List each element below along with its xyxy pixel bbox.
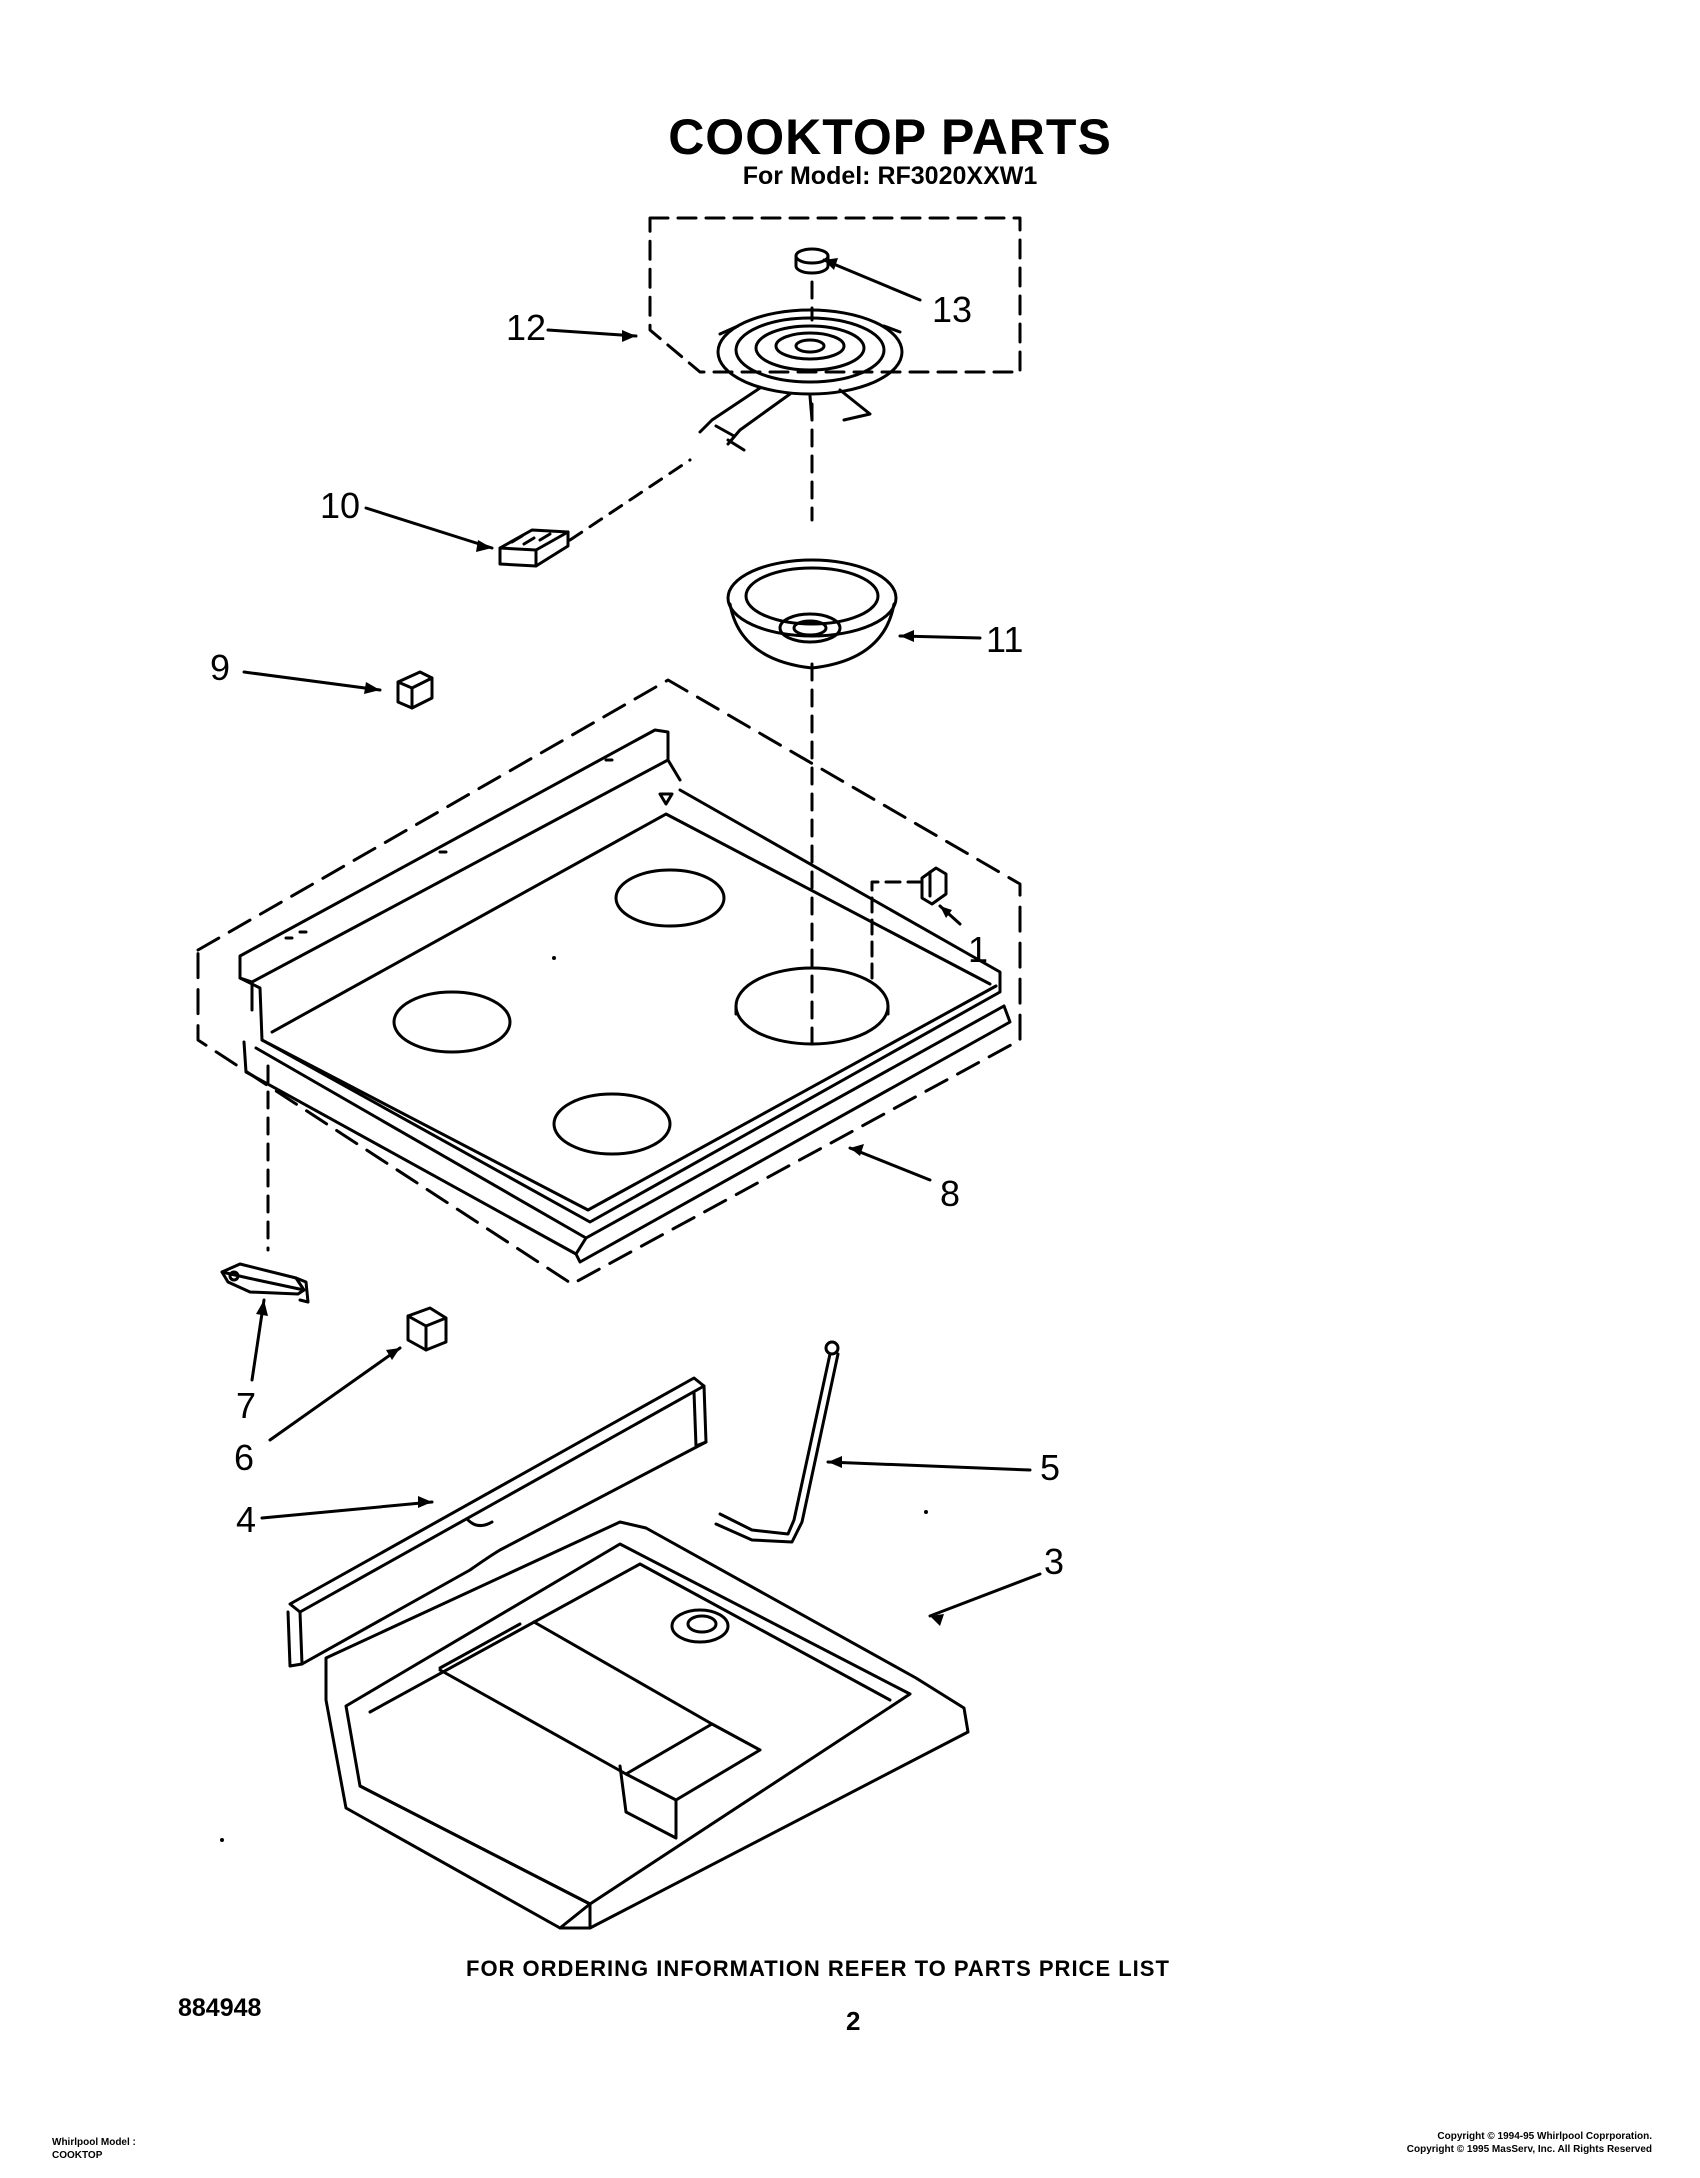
leader-lines [242, 258, 1042, 1618]
channel-part-4 [286, 1376, 708, 1668]
callout-9: 9 [210, 647, 230, 688]
page-title: COOKTOP PARTS [668, 109, 1112, 165]
footer-section-line: COOKTOP [52, 2150, 103, 2161]
copyright-masserv: Copyright © 1995 MasServ, Inc. All Right… [1406, 2144, 1652, 2155]
callout-13: 13 [932, 289, 972, 330]
callout-labels: 13 12 10 11 9 1 8 7 6 4 5 3 [210, 289, 1064, 1582]
callout-4: 4 [236, 1499, 256, 1540]
footer-left: Whirlpool Model : COOKTOP [52, 2136, 136, 2162]
burner-box-part-3 [324, 1520, 970, 1930]
callout-12: 12 [506, 307, 546, 348]
callout-10: 10 [320, 485, 360, 526]
callout-1: 1 [968, 929, 988, 970]
leader-arrowheads [256, 258, 952, 1626]
page-number: 2 [846, 2006, 861, 2036]
clip-part-1 [920, 866, 948, 906]
callout-3: 3 [1044, 1541, 1064, 1582]
clip-part-6 [406, 1306, 448, 1352]
callout-11: 11 [986, 619, 1023, 660]
footer-right: Copyright © 1994-95 Whirlpool Coprporati… [1407, 2130, 1652, 2156]
model-subtitle: For Model: RF3020XXW1 [742, 162, 1038, 190]
cooktop-main-part [238, 728, 1012, 1264]
copyright-whirlpool: Copyright © 1994-95 Whirlpool Coprporati… [1437, 2131, 1652, 2142]
callout-8: 8 [940, 1173, 960, 1214]
surface-element [698, 308, 904, 452]
document-number: 884948 [178, 1994, 262, 2022]
callout-5: 5 [1040, 1447, 1060, 1488]
ordering-note: FOR ORDERING INFORMATION REFER TO PARTS … [466, 1956, 1170, 1981]
terminal-block-part [498, 528, 570, 568]
terminal-dash-line [568, 458, 692, 542]
callout-6: 6 [234, 1437, 254, 1478]
rod-part-5 [714, 1340, 840, 1544]
clip-part-9 [396, 670, 434, 710]
drip-bowl-part [726, 558, 898, 670]
cooktop-dashed-outline [196, 678, 1022, 1286]
burner-bracket-dash [870, 880, 922, 980]
scan-dots [220, 956, 928, 1842]
bracket-part-7 [220, 1262, 310, 1304]
element-cap-part [794, 247, 830, 275]
footer-model-line: Whirlpool Model : [52, 2137, 136, 2148]
callout-7: 7 [236, 1385, 256, 1426]
